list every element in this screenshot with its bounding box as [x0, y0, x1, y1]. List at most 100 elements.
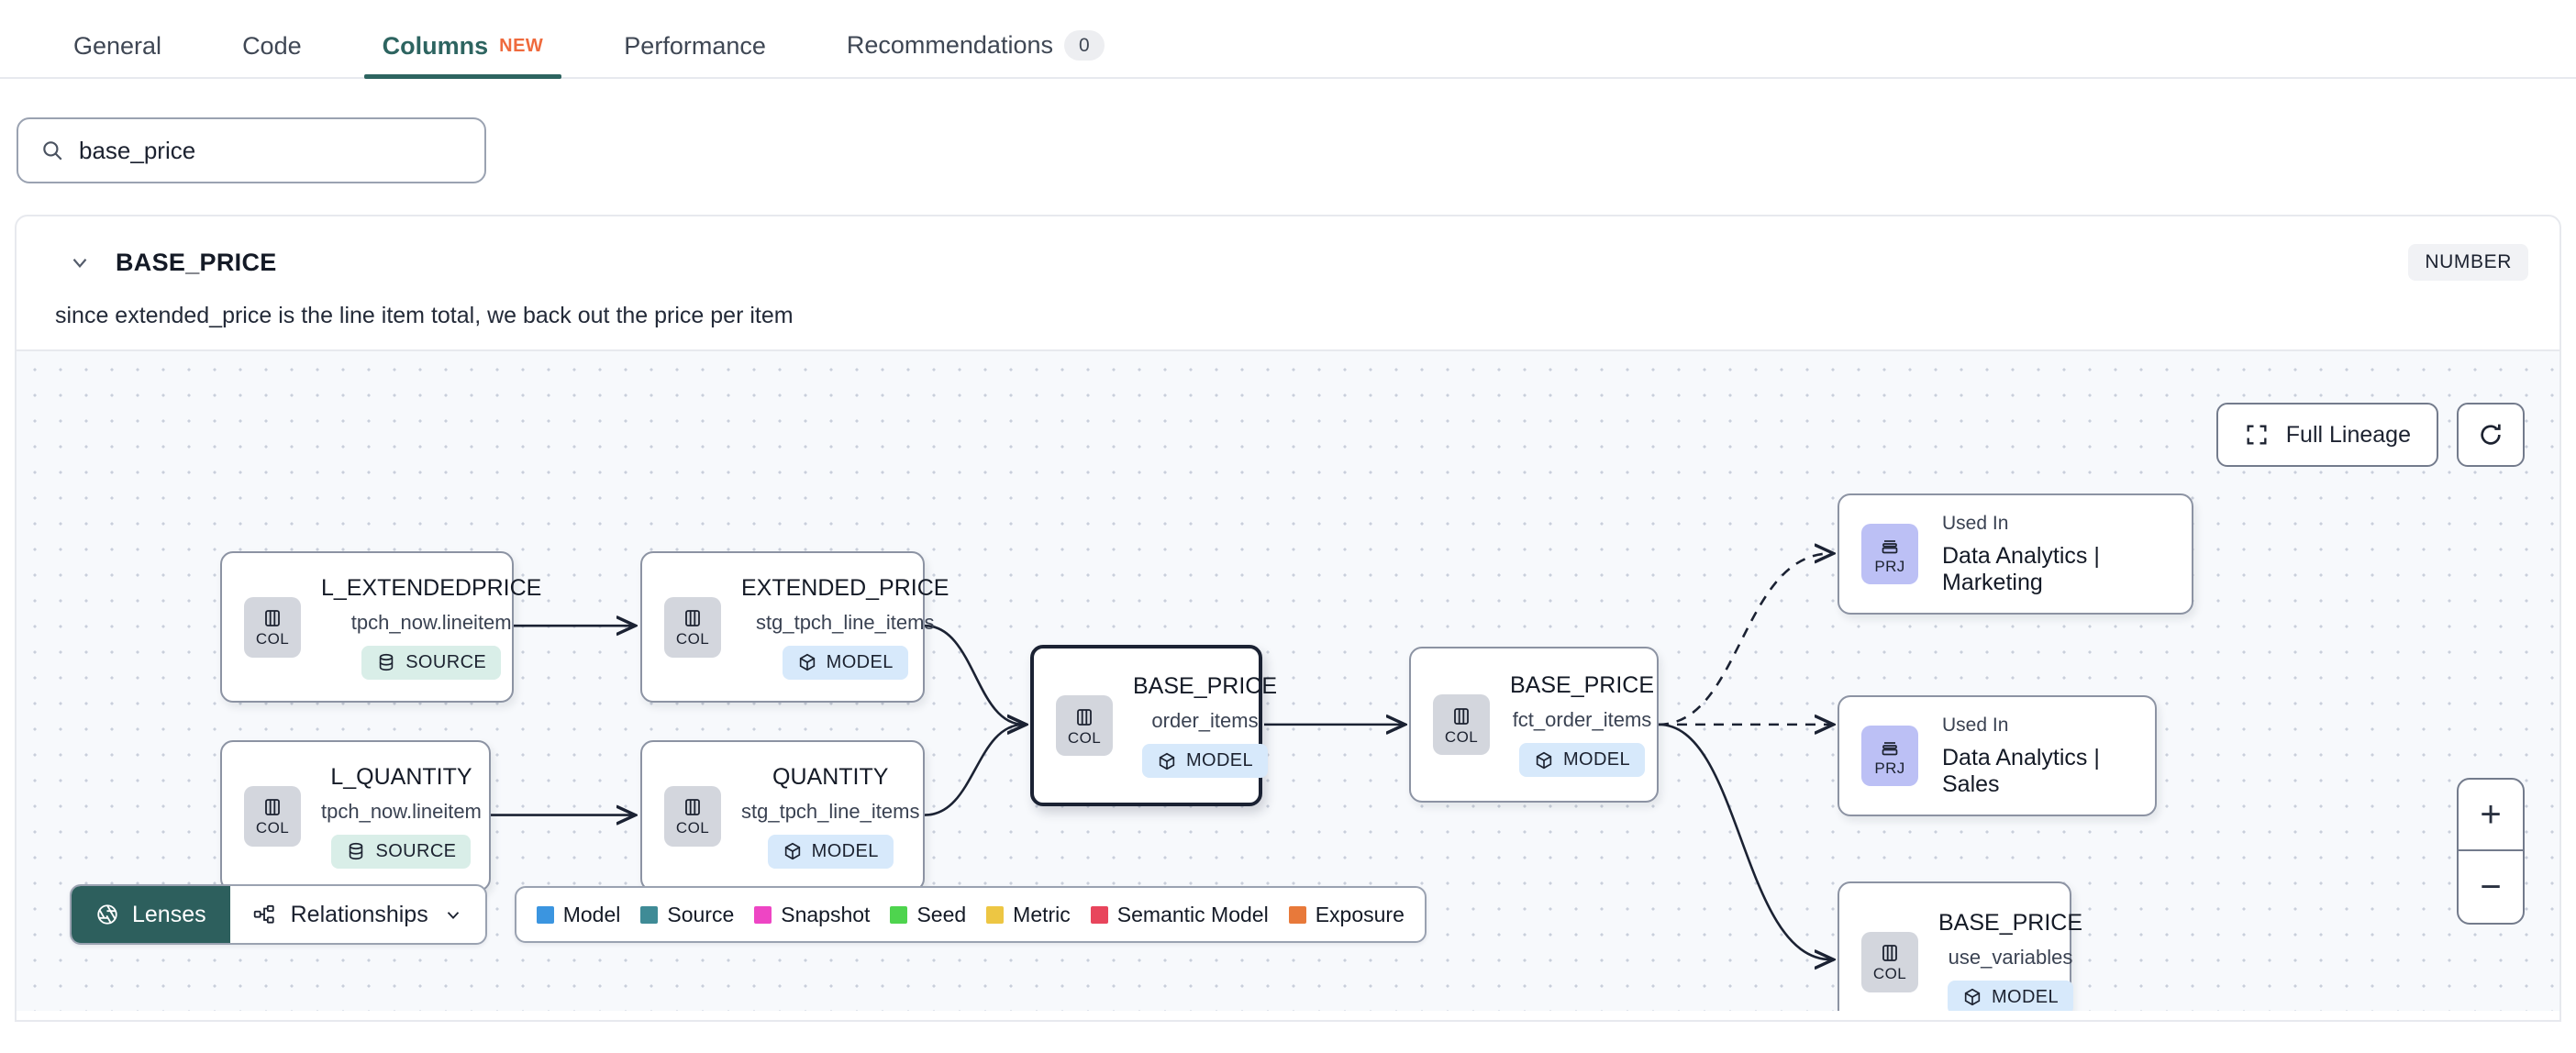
lenses-label: Lenses	[132, 901, 206, 927]
node-body: EXTENDED_PRICE stg_tpch_line_items MODEL	[721, 575, 949, 680]
lineage-node-project-marketing[interactable]: PRJ Used In Data Analytics | Marketing	[1838, 493, 2193, 615]
tab-recommendations[interactable]: Recommendations 0	[828, 30, 1123, 77]
column-icon	[685, 610, 700, 626]
tag-label: MODEL	[1562, 749, 1631, 770]
legend-item-metric: Metric	[986, 903, 1071, 927]
tag-label: SOURCE	[375, 840, 457, 861]
node-type-legend: Model Source Snapshot Seed	[514, 886, 1427, 943]
node-title: BASE_PRICE	[1510, 672, 1655, 698]
cube-icon	[784, 842, 800, 860]
node-type-tag: MODEL	[767, 834, 894, 869]
edge-dashed	[1658, 553, 1831, 726]
node-subtitle: fct_order_items	[1512, 708, 1652, 731]
column-badge: COL	[664, 596, 721, 658]
lineage-node-base-price-use-variables[interactable]: COL BASE_PRICE use_variables MODEL	[1838, 881, 2082, 1011]
lineage-node-base-price-order-items[interactable]: COL BASE_PRICE order_items MODEL	[1030, 645, 1277, 806]
canvas-top-controls: Full Lineage	[2215, 403, 2525, 467]
badge-label: PRJ	[1874, 557, 1905, 575]
aperture-icon	[97, 904, 117, 925]
full-lineage-button[interactable]: Full Lineage	[2215, 403, 2438, 467]
edge-solid	[1658, 723, 1831, 959]
node-subtitle: order_items	[1151, 709, 1259, 732]
node-title: L_EXTENDEDPRICE	[321, 574, 542, 601]
node-title: L_QUANTITY	[330, 763, 472, 790]
lineage-node-quantity[interactable]: COL QUANTITY stg_tpch_line_items MODEL	[640, 740, 925, 892]
legend-swatch	[536, 905, 554, 924]
node-body: QUANTITY stg_tpch_line_items MODEL	[721, 764, 919, 869]
project-name: Data Analytics | Sales	[1942, 744, 2100, 797]
node-title: BASE_PRICE	[1938, 909, 2083, 936]
column-header: BASE_PRICE NUMBER	[17, 216, 2559, 288]
tab-bar: General Code Columns NEW Performance Rec…	[0, 0, 2576, 79]
refresh-button[interactable]	[2457, 403, 2525, 467]
legend-item-model: Model	[536, 903, 620, 927]
search-box[interactable]	[17, 117, 486, 183]
node-type-tag: MODEL	[1518, 743, 1646, 777]
lineage-canvas[interactable]: COL L_EXTENDEDPRICE tpch_now.lineitem SO…	[17, 349, 2559, 1011]
chevron-down-icon[interactable]	[68, 250, 92, 274]
refresh-icon	[2481, 424, 2501, 445]
tab-new-badge: NEW	[499, 36, 544, 56]
lineage-node-extended-price[interactable]: COL EXTENDED_PRICE stg_tpch_line_items M…	[640, 551, 949, 703]
column-icon	[1882, 945, 1897, 961]
search-area	[0, 79, 2576, 183]
node-type-tag: SOURCE	[361, 645, 502, 680]
tab-general[interactable]: General	[55, 32, 180, 77]
lenses-button[interactable]: Lenses	[72, 886, 230, 943]
tag-label: MODEL	[1185, 750, 1254, 770]
project-badge: PRJ	[1861, 524, 1918, 584]
tag-label: MODEL	[1991, 986, 2060, 1007]
tab-code[interactable]: Code	[224, 32, 320, 77]
legend-label: Source	[667, 902, 735, 926]
node-type-tag: MODEL	[782, 645, 908, 680]
lineage-node-l-quantity[interactable]: COL L_QUANTITY tpch_now.lineitem SOURCE	[220, 740, 491, 892]
database-icon	[379, 653, 394, 671]
project-name: Data Analytics | Marketing	[1942, 542, 2100, 595]
legend-swatch	[640, 905, 659, 924]
column-badge: COL	[1861, 931, 1918, 992]
tab-label: Recommendations	[846, 31, 1053, 59]
node-body: L_QUANTITY tpch_now.lineitem SOURCE	[301, 764, 482, 869]
legend-swatch	[986, 905, 1005, 924]
node-subtitle: stg_tpch_line_items	[756, 610, 935, 634]
canvas-bottom-bar: Lenses Relationships	[70, 884, 1427, 945]
legend-label: Seed	[916, 902, 967, 926]
lineage-node-project-sales[interactable]: PRJ Used In Data Analytics | Sales	[1838, 695, 2157, 816]
database-icon	[350, 842, 363, 860]
tag-label: MODEL	[811, 840, 879, 861]
column-icon	[685, 799, 700, 815]
legend-item-seed: Seed	[890, 903, 966, 927]
tag-label: SOURCE	[405, 651, 487, 672]
zoom-in-button[interactable]: +	[2459, 780, 2523, 851]
node-subtitle: tpch_now.lineitem	[350, 610, 512, 634]
tab-performance[interactable]: Performance	[605, 32, 784, 77]
legend-item-exposure: Exposure	[1288, 903, 1405, 927]
tab-columns[interactable]: Columns NEW	[363, 32, 562, 79]
cube-icon	[1964, 988, 1981, 1006]
zoom-controls: + −	[2457, 778, 2525, 925]
badge-label: COL	[1067, 728, 1102, 747]
column-icon	[1454, 707, 1469, 725]
lineage-node-l-extendedprice[interactable]: COL L_EXTENDEDPRICE tpch_now.lineitem SO…	[220, 551, 541, 703]
expand-frame-icon	[2247, 425, 2267, 445]
project-used-in-label: Used In	[1942, 714, 2009, 736]
relationships-icon	[253, 904, 274, 924]
tag-label: MODEL	[826, 651, 894, 672]
column-icon	[1077, 708, 1092, 726]
search-input[interactable]	[79, 136, 462, 165]
tab-label: Code	[242, 32, 302, 60]
legend-label: Metric	[1013, 902, 1071, 926]
column-detail-panel: BASE_PRICE NUMBER since extended_price i…	[15, 215, 2561, 1022]
badge-label: COL	[255, 819, 290, 837]
badge-label: PRJ	[1874, 759, 1905, 777]
legend-item-source: Source	[640, 903, 734, 927]
zoom-out-button[interactable]: −	[2480, 866, 2502, 907]
legend-swatch	[890, 905, 908, 924]
node-body: Used In Data Analytics | Marketing	[1918, 513, 2192, 596]
lineage-node-base-price-fct-order-items[interactable]: COL BASE_PRICE fct_order_items MODEL	[1409, 647, 1659, 803]
badge-label: COL	[255, 630, 290, 648]
badge-label: COL	[1444, 727, 1479, 746]
node-title: EXTENDED_PRICE	[741, 574, 949, 601]
relationships-dropdown[interactable]: Relationships	[230, 886, 485, 943]
